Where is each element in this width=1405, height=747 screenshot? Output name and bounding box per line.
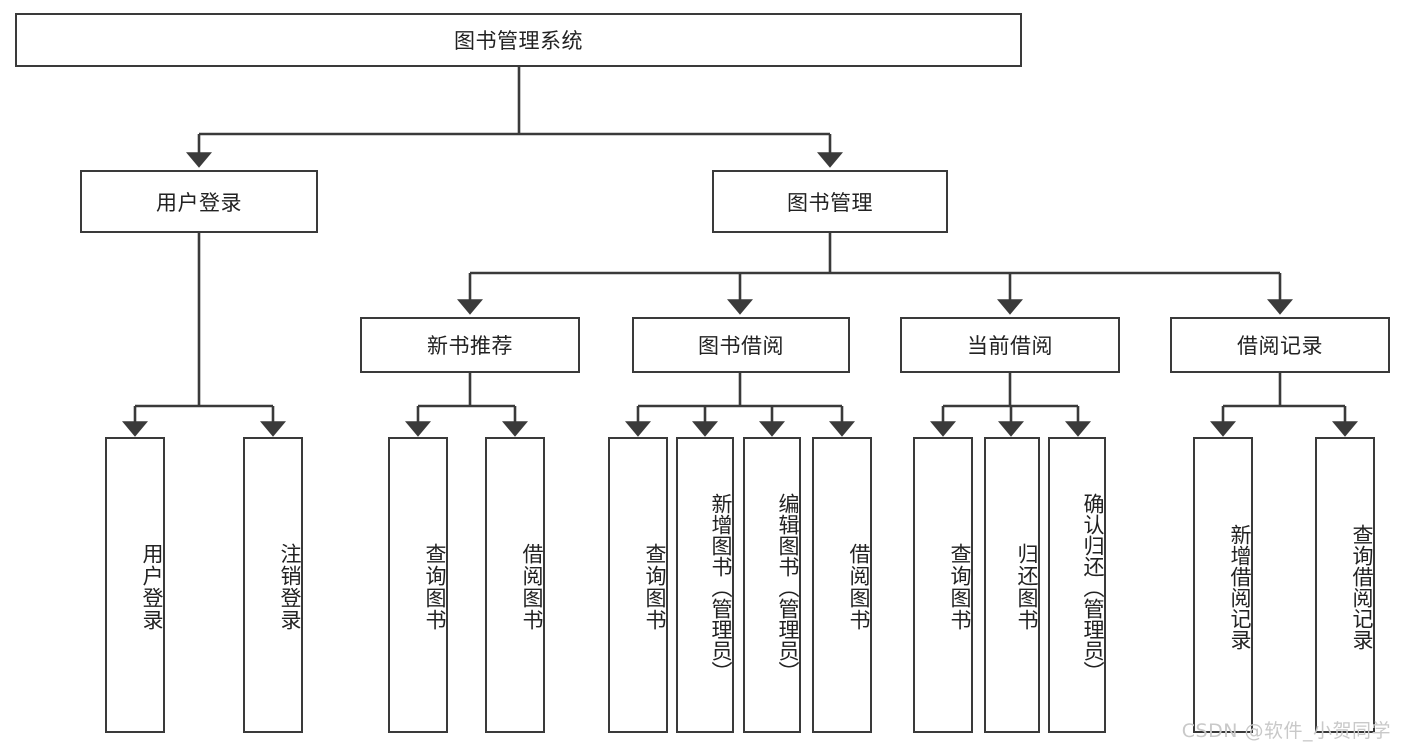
leaf-query-borrow-record[interactable]: 查询借阅记录 [1315,437,1375,733]
leaf-add-book-admin[interactable]: 新增图书（管理员） [676,437,734,733]
leaf-query-book-recommend[interactable]: 查询图书 [388,437,448,733]
node-label: 借阅记录 [1237,334,1323,358]
leaf-user-login[interactable]: 用户登录 [105,437,165,733]
node-label: 注销登录 [278,543,302,631]
node-current-borrow[interactable]: 当前借阅 [900,317,1120,373]
leaf-borrow-book-recommend[interactable]: 借阅图书 [485,437,545,733]
node-user-login[interactable]: 用户登录 [80,170,318,233]
leaf-edit-book-admin[interactable]: 编辑图书（管理员） [743,437,801,733]
node-label: 用户登录 [140,543,164,631]
node-label: 借阅图书 [847,543,871,631]
leaf-logout-login[interactable]: 注销登录 [243,437,303,733]
leaf-return-book[interactable]: 归还图书 [984,437,1040,733]
leaf-confirm-return-admin[interactable]: 确认归还（管理员） [1048,437,1106,733]
watermark: CSDN @软件_小贺同学 [1181,720,1391,742]
node-label: 当前借阅 [967,334,1053,358]
node-root-system[interactable]: 图书管理系统 [15,13,1022,67]
node-label: 图书借阅 [698,334,784,358]
node-new-book-recommend[interactable]: 新书推荐 [360,317,580,373]
node-borrow-record[interactable]: 借阅记录 [1170,317,1390,373]
node-book-borrow[interactable]: 图书借阅 [632,317,850,373]
node-book-management[interactable]: 图书管理 [712,170,948,233]
leaf-query-book-borrow[interactable]: 查询图书 [608,437,668,733]
node-label: 归还图书 [1015,543,1039,631]
leaf-add-borrow-record[interactable]: 新增借阅记录 [1193,437,1253,733]
node-label: 借阅图书 [520,543,544,631]
node-label: 确认归还（管理员） [1081,492,1105,682]
node-label: 编辑图书（管理员） [776,492,800,682]
leaf-borrow-book[interactable]: 借阅图书 [812,437,872,733]
node-label: 查询借阅记录 [1350,524,1374,650]
node-label: 新增图书（管理员） [709,492,733,682]
node-label: 查询图书 [643,543,667,631]
node-label: 用户登录 [156,190,242,215]
node-label: 新增借阅记录 [1228,524,1252,650]
node-label: 图书管理系统 [454,29,583,53]
leaf-query-book-current[interactable]: 查询图书 [913,437,973,733]
node-label: 图书管理 [787,190,873,215]
node-label: 新书推荐 [427,334,513,358]
node-label: 查询图书 [948,543,972,631]
node-label: 查询图书 [423,543,447,631]
